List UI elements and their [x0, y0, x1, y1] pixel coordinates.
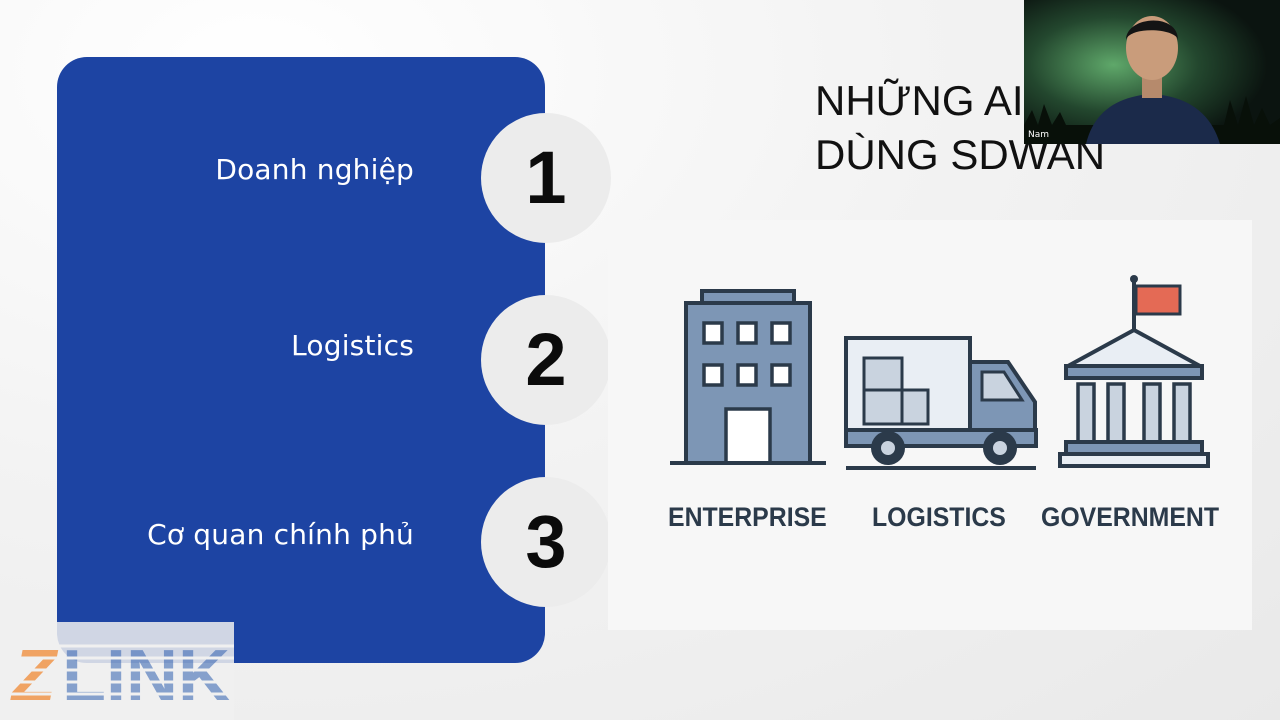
number-badge-3: 3: [481, 477, 611, 607]
item-label-logistics: Logistics: [291, 329, 414, 362]
government-building-icon: [1058, 275, 1210, 468]
category-label-enterprise: ENTERPRISE: [668, 502, 827, 532]
office-building-icon: [670, 289, 826, 465]
number-badge-1: 1: [481, 113, 611, 243]
item-label-government: Cơ quan chính phủ: [147, 518, 414, 551]
participant-name-label: Nam: [1028, 130, 1050, 140]
svg-text:LINK: LINK: [62, 636, 230, 716]
number-badge-2: 2: [481, 295, 611, 425]
blue-list-panel: [57, 57, 545, 663]
heading-line-1: NHỮNG AI: [815, 77, 1024, 124]
brand-logo-area: Z LINK: [0, 622, 234, 720]
item-label-enterprise: Doanh nghiệp: [215, 153, 414, 186]
svg-text:Z: Z: [10, 636, 59, 716]
category-label-government: GOVERNMENT: [1041, 502, 1220, 532]
delivery-truck-icon: [844, 336, 1038, 470]
category-label-logistics: LOGISTICS: [872, 502, 1006, 532]
webcam-video-tile[interactable]: Nam: [1024, 0, 1280, 144]
zlink-logo: Z LINK: [0, 636, 234, 716]
webcam-video-feed: [1024, 0, 1280, 144]
